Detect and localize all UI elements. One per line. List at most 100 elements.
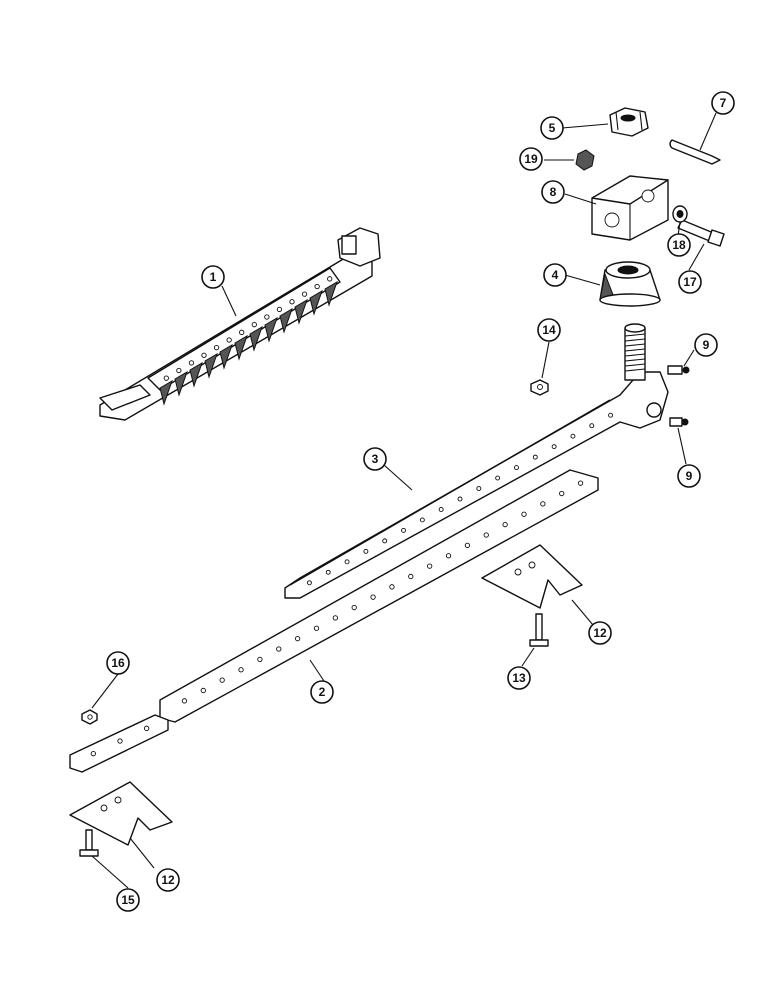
knife-head-block (591, 175, 669, 241)
leader-lines (91, 112, 717, 889)
sickle-rivet (264, 314, 270, 320)
nut-lower (81, 709, 98, 725)
callout-8-label: 8 (550, 185, 557, 199)
sickle-rivet (289, 299, 295, 305)
sickle-rivet (176, 367, 182, 374)
callout-15-label: 15 (121, 893, 135, 907)
section-bolt-left (79, 829, 99, 857)
thread-line (624, 348, 646, 352)
arm-hole (608, 412, 614, 418)
bushing (599, 261, 661, 307)
callout-9-upper-label: 9 (703, 338, 710, 352)
sickle-rivet (314, 283, 320, 290)
sickle-bar-assembly (99, 227, 381, 421)
callout-9-lower-label: 9 (686, 469, 693, 483)
knife-section-left (69, 781, 173, 846)
knife-bar-hole (408, 573, 414, 580)
grease-fitting-lower (669, 417, 689, 427)
knife-head-arm (284, 323, 669, 599)
callout-16-label: 16 (111, 656, 125, 670)
arm-hole (419, 517, 425, 523)
knife-bar-hole (200, 687, 206, 694)
sickle-tooth (219, 343, 233, 370)
knife-bar-hole (276, 646, 282, 652)
arm-hole (514, 465, 519, 471)
knife-section-right (481, 544, 583, 609)
arm-hole (344, 559, 350, 565)
sickle-tooth (174, 370, 188, 397)
callout-5: 5 (540, 116, 564, 140)
thread-line (624, 358, 646, 362)
section-bolt-right (529, 613, 549, 647)
knife-bar-hole (502, 521, 508, 528)
sickle-tooth (189, 361, 203, 388)
arm-hole (532, 454, 538, 460)
arm-hole (457, 496, 463, 502)
grease-fitting-upper (667, 365, 690, 375)
knife-bar-hole (370, 594, 376, 600)
knife-bar-hole (238, 667, 244, 673)
callout-9-upper: 9 (694, 333, 718, 357)
knife-bar-hole (540, 501, 546, 507)
sickle-tooth (294, 298, 308, 325)
knife-bar-hole (313, 625, 320, 631)
callout-5-label: 5 (549, 121, 556, 135)
sickle-rivet (301, 291, 308, 297)
lock-nut (575, 149, 595, 171)
knife-bar-hole (521, 511, 527, 517)
arm-hole (476, 486, 482, 491)
callout-18: 18 (667, 233, 691, 257)
callout-2: 2 (310, 680, 334, 704)
knife-bar-hole (117, 738, 123, 744)
knife-back-bar (69, 469, 599, 773)
knife-bar-hole (559, 490, 565, 497)
arm-hole (570, 433, 576, 439)
sickle-rivet (201, 352, 207, 358)
arm-hole (551, 444, 557, 450)
callout-7: 7 (711, 91, 735, 115)
callout-17-label: 17 (683, 275, 697, 289)
knife-bar-hole (332, 615, 338, 621)
callout-12-left-label: 12 (161, 873, 175, 887)
arm-hole (363, 548, 369, 554)
arm-hole (401, 527, 406, 533)
callout-12-right-label: 12 (593, 626, 607, 640)
thread-line (624, 368, 646, 372)
callout-14-label: 14 (542, 323, 556, 337)
castle-nut (609, 107, 649, 137)
callout-1-label: 1 (210, 270, 217, 284)
callout-13: 13 (507, 666, 531, 690)
sickle-tooth (204, 352, 218, 379)
thread-line (624, 338, 646, 342)
callout-7-label: 7 (720, 96, 727, 110)
sickle-tooth (159, 379, 173, 406)
sickle-rivet (188, 360, 195, 366)
arm-hole (382, 538, 388, 544)
thread-line (624, 353, 646, 357)
callout-14: 14 (537, 318, 561, 342)
knife-bar-hole (294, 635, 301, 642)
arm-hole (589, 423, 595, 429)
knife-bar-hole (144, 725, 150, 731)
callout-18-label: 18 (672, 238, 686, 252)
callout-16: 16 (106, 651, 130, 675)
callout-12-right: 12 (588, 621, 612, 645)
callout-12-left: 12 (156, 868, 180, 892)
knife-bar-hole (483, 532, 489, 538)
sickle-tooth (249, 325, 263, 352)
callout-4: 4 (543, 263, 567, 287)
knife-bar-hole (181, 698, 188, 704)
thread-line (624, 343, 646, 347)
sickle-tooth (264, 316, 278, 343)
sickle-rivet (163, 375, 169, 381)
knife-bar-hole (464, 542, 471, 549)
callout-4-label: 4 (552, 268, 559, 282)
callout-1: 1 (201, 265, 225, 289)
sickle-tooth (324, 280, 338, 307)
callout-19-label: 19 (524, 152, 538, 166)
knife-bar-hole (90, 751, 96, 757)
knife-bar-hole (577, 480, 584, 486)
sickle-tooth (279, 307, 293, 334)
arm-hole (306, 580, 312, 586)
